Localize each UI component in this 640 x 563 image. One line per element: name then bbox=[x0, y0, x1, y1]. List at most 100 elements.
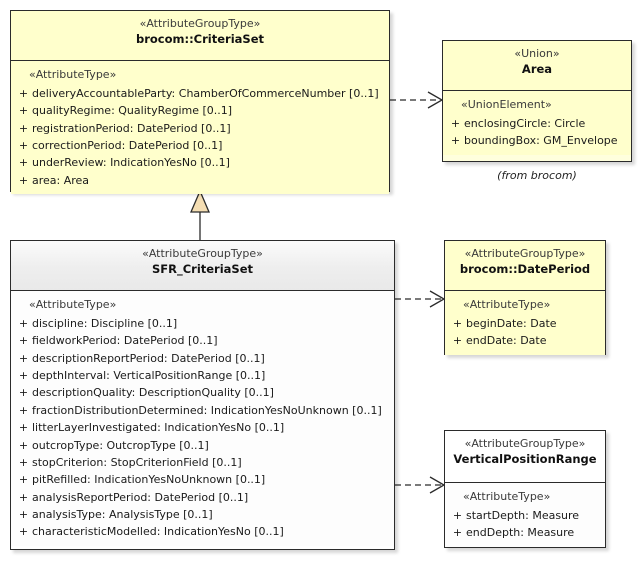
visibility-marker: + bbox=[18, 121, 29, 135]
attribute-row: + beginDate: Date bbox=[449, 315, 601, 332]
attribute-signature: descriptionReportPeriod: DatePeriod [0..… bbox=[32, 351, 265, 365]
visibility-marker: + bbox=[18, 455, 29, 469]
attribute-group-stereotype: «AttributeType» bbox=[463, 490, 551, 503]
class-header-criteriaset: «AttributeGroupType» brocom::CriteriaSet bbox=[11, 11, 389, 61]
attribute-row: + descriptionReportPeriod: DatePeriod [0… bbox=[15, 350, 390, 367]
class-name: SFR_CriteriaSet bbox=[151, 261, 254, 276]
visibility-marker: + bbox=[18, 490, 29, 504]
generalization-sfr-to-criteriaset bbox=[190, 189, 210, 240]
class-body-dateperiod: «AttributeType» + beginDate: Date + endD… bbox=[445, 291, 605, 355]
class-header-dateperiod: «AttributeGroupType» brocom::DatePeriod bbox=[445, 241, 605, 291]
class-box-verticalpositionrange[interactable]: «AttributeGroupType» VerticalPositionRan… bbox=[444, 430, 606, 548]
class-body-verticalpositionrange: «AttributeType» + startDepth: Measure + … bbox=[445, 483, 605, 547]
visibility-marker: + bbox=[450, 116, 461, 130]
visibility-marker: + bbox=[18, 86, 29, 100]
class-name: brocom::CriteriaSet bbox=[135, 31, 264, 46]
attribute-signature: discipline: Discipline [0..1] bbox=[32, 316, 178, 330]
attribute-row: + boundingBox: GM_Envelope bbox=[447, 132, 627, 149]
class-header-verticalpositionrange: «AttributeGroupType» VerticalPositionRan… bbox=[445, 431, 605, 483]
attribute-signature: descriptionQuality: DescriptionQuality [… bbox=[32, 386, 274, 400]
visibility-marker: + bbox=[452, 316, 463, 330]
visibility-marker: + bbox=[452, 508, 463, 522]
attribute-row: + qualityRegime: QualityRegime [0..1] bbox=[15, 102, 385, 119]
visibility-marker: + bbox=[18, 156, 29, 170]
attribute-row: + underReview: IndicationYesNo [0..1] bbox=[15, 154, 385, 171]
attribute-signature: analysisType: AnalysisType [0..1] bbox=[32, 508, 213, 522]
class-stereotype: «Union» bbox=[514, 47, 560, 60]
attribute-signature: outcropType: OutcropType [0..1] bbox=[32, 438, 209, 452]
attribute-row: + endDepth: Measure bbox=[449, 524, 601, 541]
attribute-row: + endDate: Date bbox=[449, 332, 601, 349]
visibility-marker: + bbox=[18, 139, 29, 153]
class-body-criteriaset: «AttributeType» + deliveryAccountablePar… bbox=[11, 61, 389, 195]
class-header-area: «Union» Area bbox=[443, 41, 631, 91]
visibility-marker: + bbox=[18, 473, 29, 487]
attribute-group-stereotype: «AttributeType» bbox=[463, 298, 551, 311]
visibility-marker: + bbox=[18, 369, 29, 383]
class-box-dateperiod[interactable]: «AttributeGroupType» brocom::DatePeriod … bbox=[444, 240, 606, 355]
visibility-marker: + bbox=[450, 134, 461, 148]
visibility-marker: + bbox=[18, 334, 29, 348]
attribute-row: + characteristicModelled: IndicationYesN… bbox=[15, 523, 390, 540]
package-note-area: (from brocom) bbox=[497, 169, 577, 182]
attribute-row: + stopCriterion: StopCriterionField [0..… bbox=[15, 454, 390, 471]
attribute-signature: enclosingCircle: Circle bbox=[464, 116, 586, 130]
attribute-row: + analysisReportPeriod: DatePeriod [0..1… bbox=[15, 489, 390, 506]
attribute-row: + depthInterval: VerticalPositionRange [… bbox=[15, 367, 390, 384]
attribute-row: + litterLayerInvestigated: IndicationYes… bbox=[15, 419, 390, 436]
attribute-signature: correctionPeriod: DatePeriod [0..1] bbox=[32, 139, 223, 153]
attribute-row: + fieldworkPeriod: DatePeriod [0..1] bbox=[15, 332, 390, 349]
class-stereotype: «AttributeGroupType» bbox=[139, 17, 261, 30]
attribute-signature: characteristicModelled: IndicationYesNo … bbox=[32, 525, 284, 539]
class-box-sfr-criteriaset[interactable]: «AttributeGroupType» SFR_CriteriaSet «At… bbox=[10, 240, 395, 550]
class-header-sfr-criteriaset: «AttributeGroupType» SFR_CriteriaSet bbox=[11, 241, 394, 291]
visibility-marker: + bbox=[18, 525, 29, 539]
visibility-marker: + bbox=[18, 421, 29, 435]
dependency-sfr-to-dateperiod bbox=[395, 290, 446, 308]
attribute-row: + descriptionQuality: DescriptionQuality… bbox=[15, 384, 390, 401]
visibility-marker: + bbox=[18, 173, 29, 187]
class-box-area[interactable]: «Union» Area «UnionElement» + enclosingC… bbox=[442, 40, 632, 162]
attribute-signature: stopCriterion: StopCriterionField [0..1] bbox=[32, 455, 242, 469]
class-name: Area bbox=[521, 61, 553, 76]
visibility-marker: + bbox=[18, 351, 29, 365]
visibility-marker: + bbox=[18, 316, 29, 330]
attribute-row: + analysisType: AnalysisType [0..1] bbox=[15, 506, 390, 523]
attribute-row: + discipline: Discipline [0..1] bbox=[15, 315, 390, 332]
dependency-criteriaset-to-area bbox=[390, 91, 444, 109]
visibility-marker: + bbox=[18, 386, 29, 400]
dependency-sfr-to-verticalpositionrange bbox=[395, 476, 446, 494]
visibility-marker: + bbox=[18, 104, 29, 118]
attribute-row: + deliveryAccountableParty: ChamberOfCom… bbox=[15, 85, 385, 102]
visibility-marker: + bbox=[18, 508, 29, 522]
attribute-signature: deliveryAccountableParty: ChamberOfComme… bbox=[32, 86, 379, 100]
class-stereotype: «AttributeGroupType» bbox=[464, 437, 586, 450]
attribute-row: + startDepth: Measure bbox=[449, 507, 601, 524]
attribute-group-stereotype: «AttributeType» bbox=[29, 68, 117, 81]
attribute-signature: endDepth: Measure bbox=[466, 526, 575, 540]
attribute-signature: fractionDistributionDetermined: Indicati… bbox=[32, 403, 382, 417]
visibility-marker: + bbox=[18, 438, 29, 452]
attribute-signature: depthInterval: VerticalPositionRange [0.… bbox=[32, 369, 266, 383]
attribute-row: + correctionPeriod: DatePeriod [0..1] bbox=[15, 137, 385, 154]
class-box-criteriaset[interactable]: «AttributeGroupType» brocom::CriteriaSet… bbox=[10, 10, 390, 195]
visibility-marker: + bbox=[18, 403, 29, 417]
visibility-marker: + bbox=[452, 526, 463, 540]
class-name: VerticalPositionRange bbox=[453, 451, 597, 466]
attribute-signature: boundingBox: GM_Envelope bbox=[464, 134, 618, 148]
visibility-marker: + bbox=[452, 334, 463, 348]
attribute-group-stereotype: «AttributeType» bbox=[29, 298, 117, 311]
attribute-signature: pitRefilled: IndicationYesNoUnknown [0..… bbox=[32, 473, 266, 487]
attribute-row: + area: Area bbox=[15, 172, 385, 189]
attribute-signature: analysisReportPeriod: DatePeriod [0..1] bbox=[32, 490, 249, 504]
class-name: brocom::DatePeriod bbox=[459, 261, 591, 276]
class-stereotype: «AttributeGroupType» bbox=[464, 247, 586, 260]
attribute-signature: beginDate: Date bbox=[466, 316, 557, 330]
attribute-row: + enclosingCircle: Circle bbox=[447, 115, 627, 132]
class-body-sfr-criteriaset: «AttributeType» + discipline: Discipline… bbox=[11, 291, 394, 546]
attribute-signature: startDepth: Measure bbox=[466, 508, 580, 522]
attribute-row: + pitRefilled: IndicationYesNoUnknown [0… bbox=[15, 471, 390, 488]
attribute-signature: fieldworkPeriod: DatePeriod [0..1] bbox=[32, 334, 218, 348]
class-stereotype: «AttributeGroupType» bbox=[142, 247, 263, 260]
